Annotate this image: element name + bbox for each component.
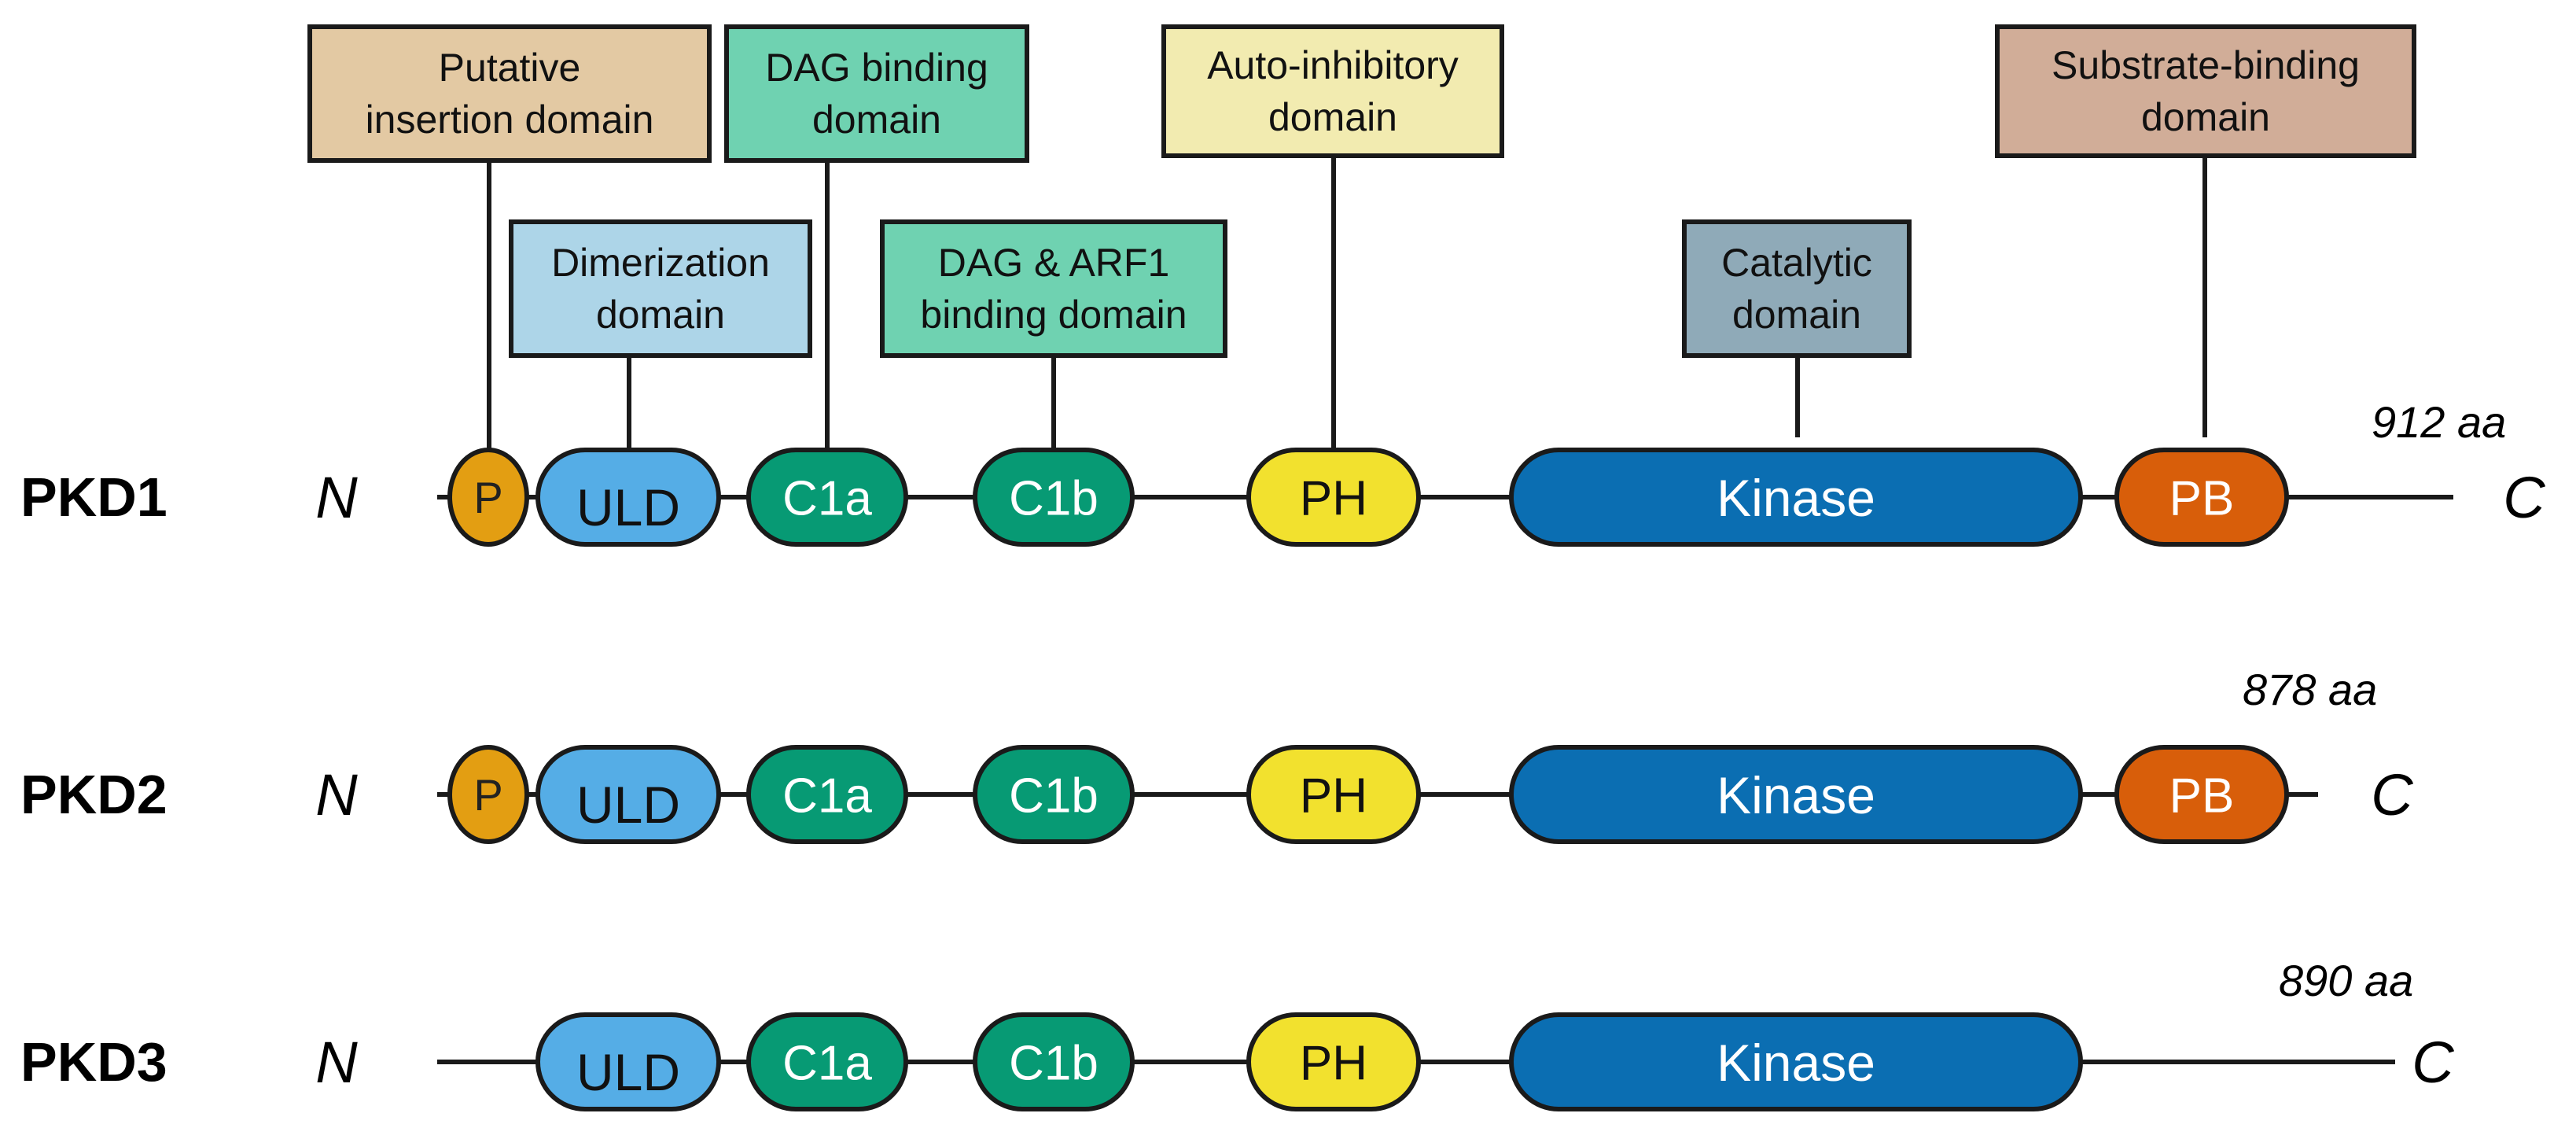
domain-label-kinase-pkd2: Kinase [1717,766,1875,824]
domain-p-pkd1 [447,448,529,547]
c-terminus-label-pkd1: C [2503,465,2545,530]
domain-pb-pkd1 [2114,448,2289,547]
n-terminus-label-pkd2: N [315,762,358,828]
domain-ph-pkd1 [1246,448,1421,547]
domain-ph-pkd3 [1246,1012,1421,1111]
annotation-box-p [307,24,712,163]
n-terminus-label-pkd3: N [315,1030,358,1095]
annotation-label-ph-line1: Auto-inhibitory [1207,43,1459,87]
domain-label-c1a-pkd3: C1a [782,1036,872,1090]
domain-label-pb-pkd1: PB [2169,471,2235,525]
annotation-label-c1a-line1: DAG binding [765,46,988,90]
annotation-box-pb [1995,24,2416,158]
annotation-label-c1b-line1: DAG & ARF1 [938,241,1170,285]
domain-label-c1a-pkd2: C1a [782,769,872,823]
domain-uld-pkd1 [535,448,721,547]
domain-label-c1a-pkd1: C1a [782,471,872,525]
domain-c1a-pkd1 [746,448,908,547]
annotation-label-c1a-line2: domain [812,98,941,142]
domain-ph-pkd2 [1246,745,1421,844]
c-terminus-label-pkd2: C [2371,762,2413,828]
annotation-label-p-line1: Putative [439,46,581,90]
domain-label-p-pkd2: P [473,770,502,820]
domain-p-pkd2 [447,745,529,844]
domain-label-ph-pkd2: PH [1300,769,1367,823]
domain-c1b-pkd3 [973,1012,1135,1111]
domain-label-uld-pkd3: ULD [576,1043,680,1101]
length-label-pkd1: 912 aa [2372,397,2506,447]
annotation-label-kinase-line1: Catalytic [1721,241,1872,285]
length-label-pkd3: 890 aa [2279,956,2413,1005]
c-terminus-label-pkd3: C [2412,1030,2454,1095]
domain-c1b-pkd1 [973,448,1135,547]
domain-uld-pkd3 [535,1012,721,1111]
protein-name-pkd2: PKD2 [20,764,167,825]
protein-name-pkd1: PKD1 [20,466,167,528]
annotation-box-uld [509,219,812,358]
annotation-label-uld-line2: domain [596,293,725,337]
domain-label-c1b-pkd2: C1b [1009,769,1098,823]
domain-label-kinase-pkd3: Kinase [1717,1034,1875,1092]
domain-label-p-pkd1: P [473,473,502,522]
annotation-box-c1a [724,24,1029,163]
domain-label-pb-pkd2: PB [2169,769,2235,823]
annotation-label-ph-line2: domain [1268,95,1397,139]
annotation-box-kinase [1682,219,1912,358]
annotation-label-p-line2: insertion domain [366,98,654,142]
annotation-label-uld-line1: Dimerization [551,241,770,285]
n-terminus-label-pkd1: N [315,465,358,530]
domain-kinase-pkd3 [1509,1012,2083,1111]
domain-label-ph-pkd1: PH [1300,471,1367,525]
domain-label-c1b-pkd1: C1b [1009,471,1098,525]
domain-c1a-pkd2 [746,745,908,844]
annotation-box-c1b [880,219,1227,358]
domain-c1b-pkd2 [973,745,1135,844]
domain-label-ph-pkd3: PH [1300,1036,1367,1090]
annotation-label-c1b-line2: binding domain [920,293,1187,337]
annotation-box-ph [1161,24,1504,158]
domain-label-uld-pkd1: ULD [576,478,680,536]
domain-uld-pkd2 [535,745,721,844]
protein-name-pkd3: PKD3 [20,1031,167,1093]
domain-label-uld-pkd2: ULD [576,776,680,834]
domain-kinase-pkd2 [1509,745,2083,844]
domain-kinase-pkd1 [1509,448,2083,547]
domain-pb-pkd2 [2114,745,2289,844]
domain-c1a-pkd3 [746,1012,908,1111]
annotation-label-pb-line2: domain [2141,95,2270,139]
domain-label-kinase-pkd1: Kinase [1717,469,1875,527]
annotation-label-pb-line1: Substrate-binding [2052,43,2360,87]
annotation-label-kinase-line2: domain [1732,293,1861,337]
domain-label-c1b-pkd3: C1b [1009,1036,1098,1090]
length-label-pkd2: 878 aa [2243,665,2377,714]
